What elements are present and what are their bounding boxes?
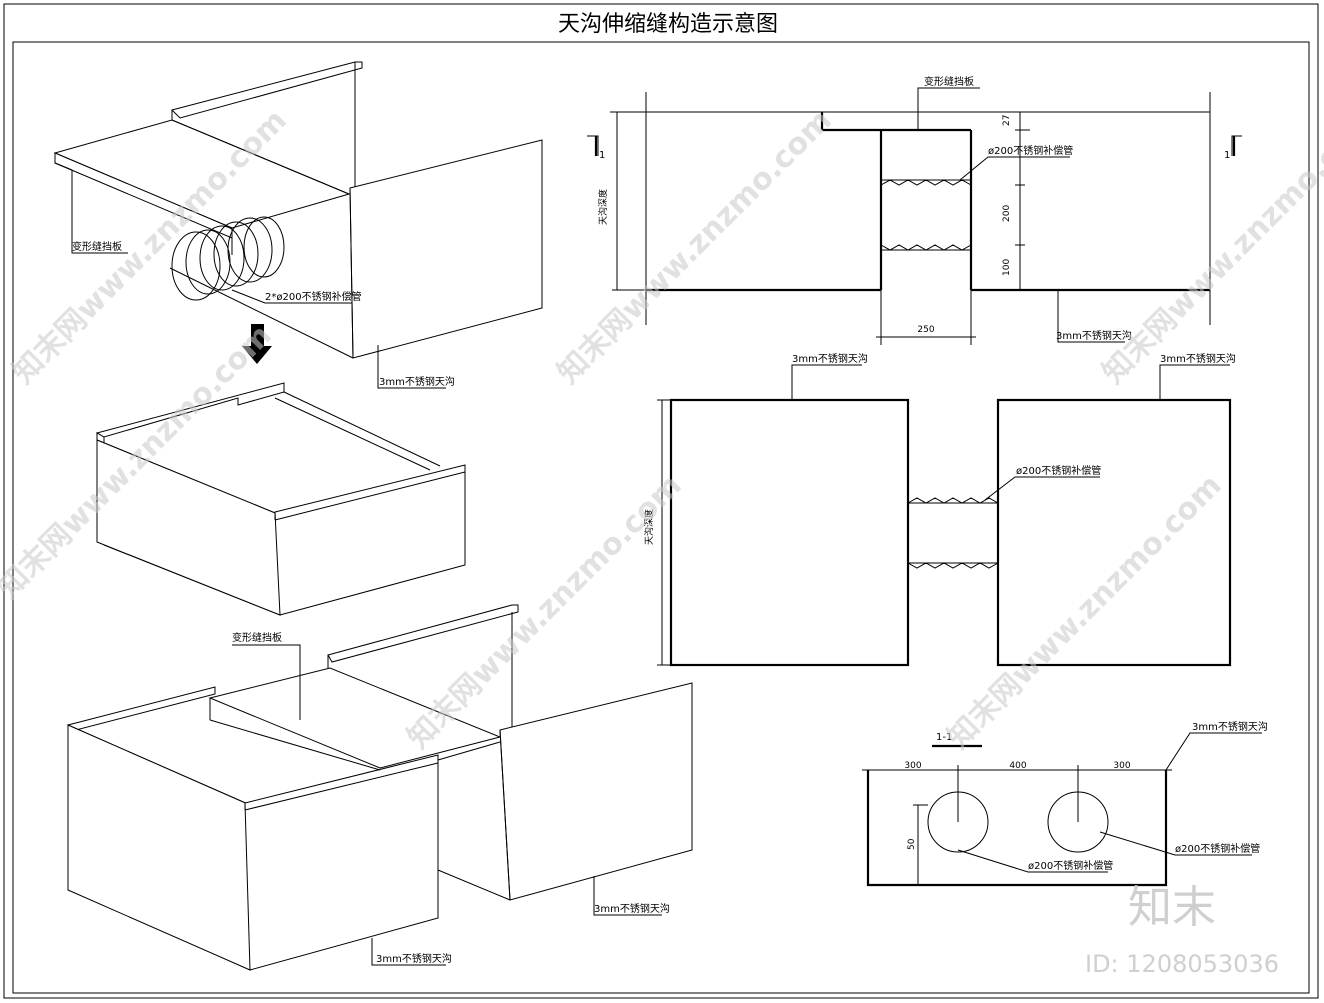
iso-view-pair: 变形缝挡板 3mm不锈钢天沟 3mm不锈钢天沟 — [66, 604, 693, 971]
dim-300-left: 300 — [904, 761, 921, 771]
drawing-title: 天沟伸缩缝构造示意图 — [558, 12, 778, 37]
gutter-depth-label-2: 天沟深度 — [643, 509, 655, 545]
dim-250: 250 — [917, 325, 934, 335]
watermark-2: 知末网www.znzmo.com — [551, 103, 839, 391]
brand-logo: 知末 — [1128, 882, 1216, 933]
cover-plate-label: 变形缝挡板 — [72, 240, 122, 253]
section-title: 1-1 — [936, 732, 952, 743]
dim-100: 100 — [1002, 259, 1012, 276]
down-arrow-icon — [242, 324, 272, 364]
inner-frame — [12, 41, 1310, 994]
section-view: 1-1 300 400 300 50 3mm不锈钢天沟 ø200不锈钢补偿管 ø… — [862, 720, 1268, 887]
cover-plate-label-3: 变形缝挡板 — [232, 631, 282, 644]
gutter-plan-right-label: 3mm不锈钢天沟 — [1160, 352, 1236, 365]
pipe-section-right-label: ø200不锈钢补偿管 — [1175, 842, 1260, 855]
double-pipe-label: 2*ø200不锈钢补偿管 — [265, 290, 362, 303]
plan-view: 天沟深度 3mm不锈钢天沟 3mm不锈钢天沟 ø200不锈钢补偿管 — [643, 352, 1236, 667]
brand-id: ID: 1208053036 — [1085, 950, 1279, 978]
iso-view-assembled: 变形缝挡板 2*ø200不锈钢补偿管 3mm不锈钢天沟 — [53, 61, 543, 389]
dim-300-right: 300 — [1113, 761, 1130, 771]
dim-400: 400 — [1009, 761, 1026, 771]
pipe-plan-label: ø200不锈钢补偿管 — [1016, 464, 1101, 477]
section-mark-right: 1 — [1224, 150, 1230, 161]
section-mark-left: 1 — [599, 150, 605, 161]
gutter-plan-left-label: 3mm不锈钢天沟 — [792, 352, 868, 365]
bellows-pipe-icon — [171, 216, 285, 301]
cover-plate-label-2: 变形缝挡板 — [924, 75, 974, 88]
dim-200: 200 — [1002, 205, 1012, 222]
gutter-iso-label-2: 3mm不锈钢天沟 — [594, 902, 670, 915]
elevation-view: 27 200 100 250 天沟深度 1 1 变形缝挡板 ø200不锈钢补偿管… — [587, 75, 1242, 345]
gutter-depth-label-1: 天沟深度 — [597, 189, 609, 225]
dim-27: 27 — [1002, 115, 1012, 126]
pipe-section-bottom-label: ø200不锈钢补偿管 — [1028, 859, 1113, 872]
watermark-6: 知末网www.znzmo.com — [941, 468, 1229, 756]
iso-view-gutter-box — [95, 382, 466, 616]
gutter-section-label: 3mm不锈钢天沟 — [1192, 720, 1268, 733]
pipe-elev-label: ø200不锈钢补偿管 — [988, 144, 1073, 157]
gutter-iso-label-1: 3mm不锈钢天沟 — [379, 375, 455, 388]
gutter-iso-label-3: 3mm不锈钢天沟 — [376, 952, 452, 965]
gutter-elev-label: 3mm不锈钢天沟 — [1056, 329, 1132, 342]
dim-50: 50 — [907, 838, 917, 850]
outer-frame — [3, 3, 1319, 999]
